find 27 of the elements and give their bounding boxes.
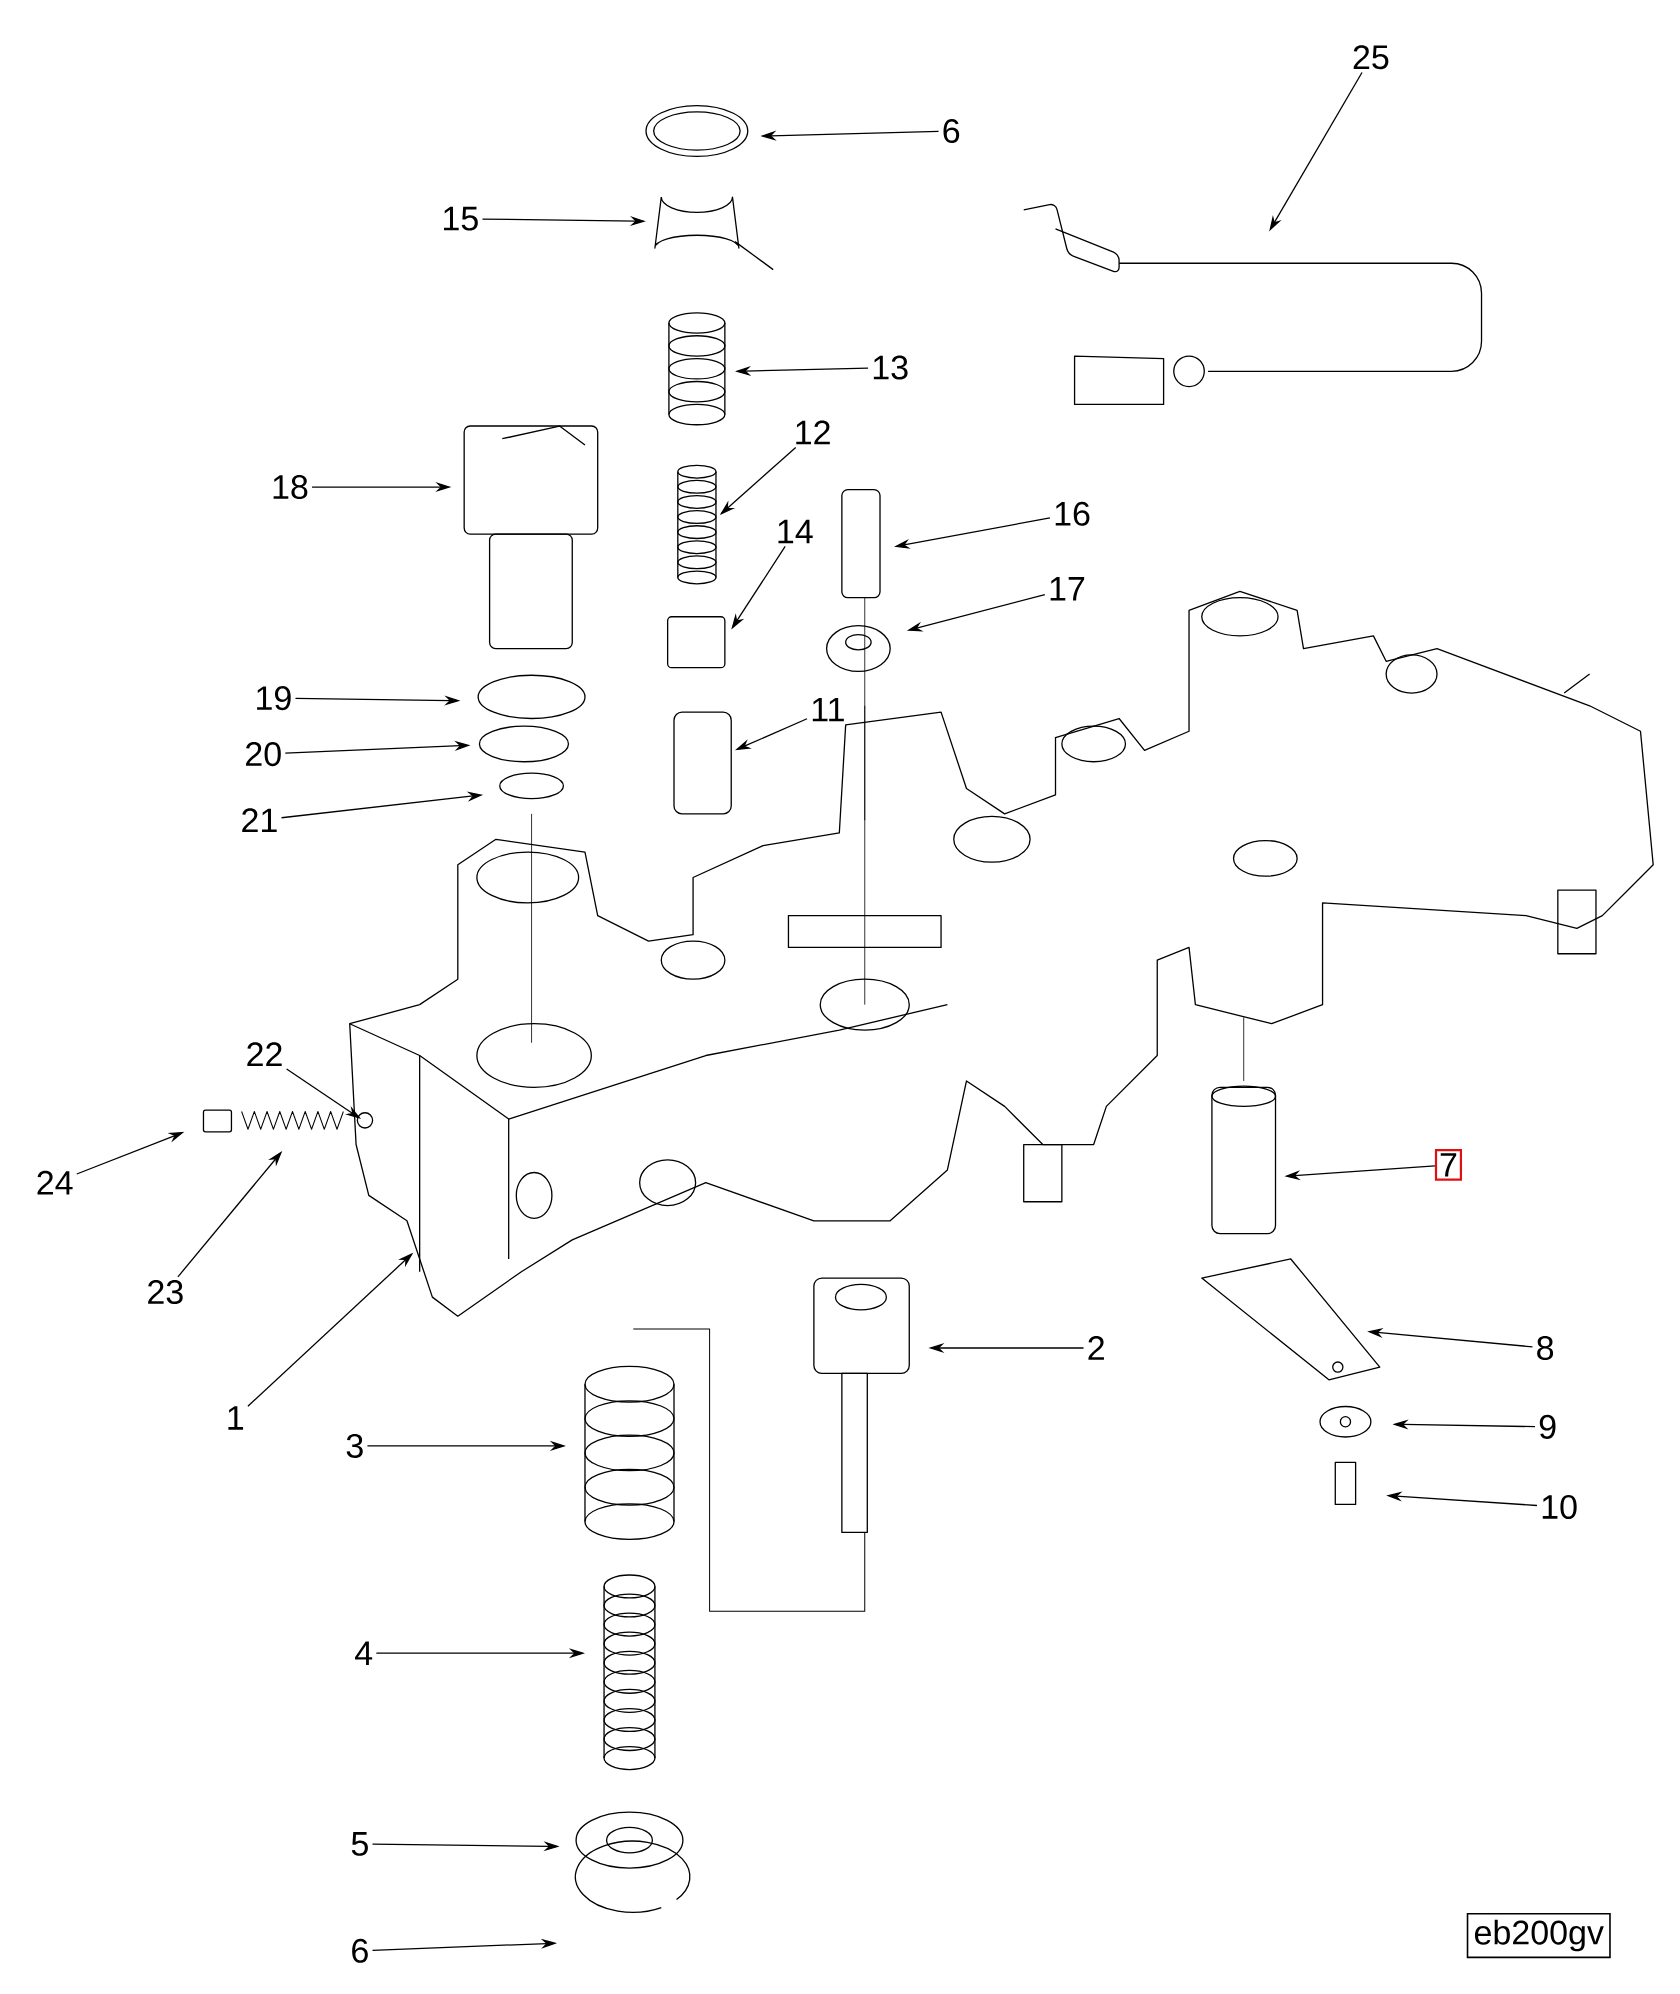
callout-number: 15	[444, 206, 478, 231]
callout-number: 13	[873, 355, 908, 380]
callout-number: 14	[778, 519, 813, 544]
callout-number: 19	[257, 686, 291, 711]
callout-number: 10	[1542, 1494, 1577, 1519]
callout-number: 7	[1434, 1149, 1463, 1181]
callout-number: 24	[37, 1170, 73, 1195]
callout-number: 17	[1050, 577, 1085, 601]
callout-number: 11	[812, 697, 844, 722]
callout-number: 23	[148, 1280, 183, 1305]
callout-number: 16	[1055, 501, 1090, 526]
callout-number: 25	[1353, 45, 1389, 70]
callout-number: 18	[273, 475, 308, 500]
callout-number: 9	[1539, 1414, 1556, 1439]
callout-number: 21	[242, 808, 277, 833]
callout-number: 2	[1088, 1336, 1104, 1360]
callout-number: 4	[355, 1641, 373, 1665]
callout-number: 20	[246, 742, 281, 767]
callout-number: 1	[228, 1406, 244, 1430]
callout-number: 6	[943, 118, 960, 143]
callout-number: 8	[1537, 1335, 1554, 1361]
callout-number: 22	[247, 1042, 282, 1067]
drawing-code: eb200gv	[1466, 1912, 1611, 1959]
callout-number: 3	[346, 1433, 363, 1458]
callout-number: 12	[796, 420, 830, 445]
callout-number: 6	[352, 1938, 368, 1963]
callout-number: 5	[351, 1832, 368, 1856]
